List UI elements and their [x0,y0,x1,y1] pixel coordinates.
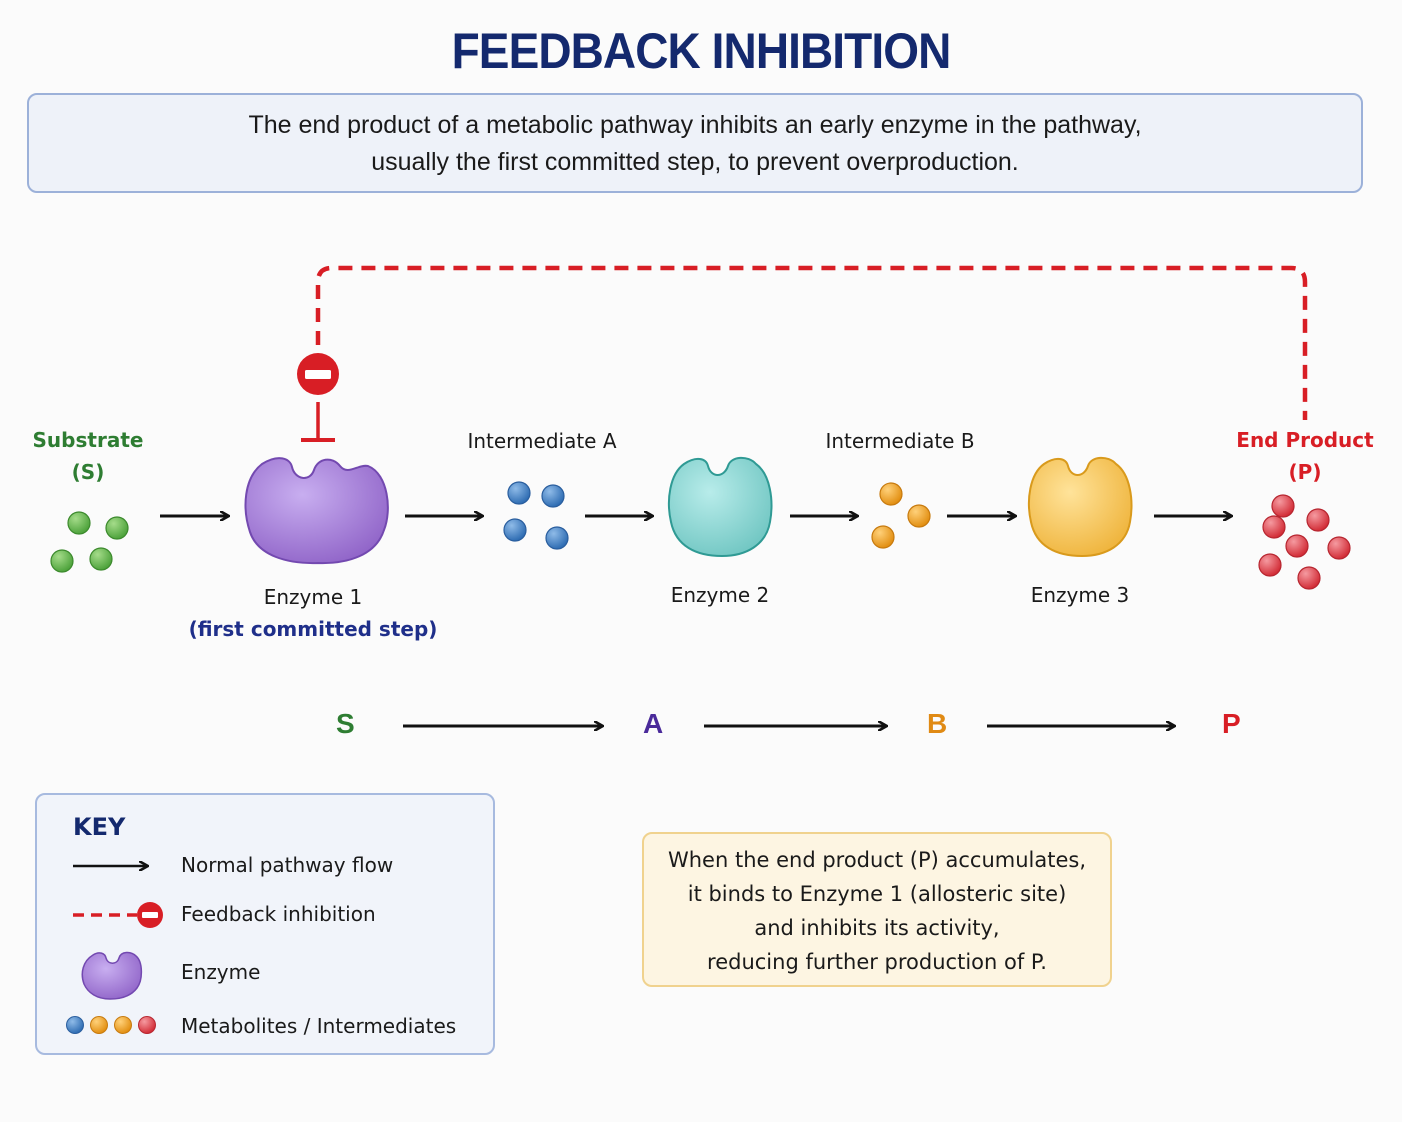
substrate-molecules [50,511,129,573]
molecule [1262,515,1286,539]
explanation-note: When the end product (P) accumulates, it… [642,832,1112,987]
molecule [545,526,569,550]
enzyme-icon [81,951,143,1000]
key-item-label: Metabolites / Intermediates [181,1014,457,1038]
key-item-label: Enzyme [181,960,261,984]
molecule [89,547,113,571]
molecule [1258,553,1282,577]
inhibition-icon [297,353,339,395]
intermediate-b-label: Intermediate B [825,429,975,453]
molecule [907,504,931,528]
molecule [105,516,129,540]
end-product-label: End Product [1236,428,1374,452]
metabolites-icon [66,1016,156,1034]
key-item-label: Normal pathway flow [181,853,394,877]
intermediate-a-molecules [503,481,569,550]
molecule [1285,534,1309,558]
key-panel: KEY Normal pathway flow Feedback inhibit… [35,793,495,1055]
note-line: reducing further production of P. [707,950,1047,974]
molecule [503,518,527,542]
enzyme-3-label: Enzyme 3 [1030,583,1130,607]
equation-term-p: P [1222,708,1241,739]
molecule [871,525,895,549]
key-title: KEY [73,813,126,841]
molecule [507,481,531,505]
substrate-symbol: (S) [71,460,105,484]
key-icons [66,795,163,1034]
molecule [1297,566,1321,590]
substrate-label: Substrate [32,428,144,452]
note-line: it binds to Enzyme 1 (allosteric site) [687,882,1067,906]
feedback-line [315,265,1308,420]
molecule [50,549,74,573]
molecule [1271,494,1295,518]
inhibition-icon [73,902,163,928]
intermediate-b-molecules [871,482,931,549]
enzyme-1-label: Enzyme 1 [263,585,363,609]
intermediate-a-label: Intermediate A [467,429,617,453]
inhibition-bar [301,402,335,442]
definition-line-1: The end product of a metabolic pathway i… [248,111,1142,139]
definition-box: The end product of a metabolic pathway i… [27,93,1363,193]
molecule [879,482,903,506]
page-title: FEEDBACK INHIBITION [451,23,952,79]
enzyme-3-shape [1028,456,1133,558]
molecule [541,484,565,508]
equation-term-b: B [927,708,948,739]
enzyme-2-label: Enzyme 2 [670,583,770,607]
enzyme-1-note: (first committed step) [188,617,438,641]
end-product-symbol: (P) [1288,460,1322,484]
equation-term-a: A [643,708,664,739]
note-line: and inhibits its activity, [754,916,1000,940]
note-line: When the end product (P) accumulates, [667,848,1087,872]
molecule [1306,508,1330,532]
enzyme-1-shape [244,457,389,565]
definition-line-2: usually the first committed step, to pre… [371,148,1019,176]
enzyme-2-shape [668,456,773,558]
equation-term-s: S [336,708,355,739]
key-item-label: Feedback inhibition [181,902,376,926]
molecule [1327,536,1351,560]
end-product-molecules [1258,494,1351,590]
molecule [67,511,91,535]
